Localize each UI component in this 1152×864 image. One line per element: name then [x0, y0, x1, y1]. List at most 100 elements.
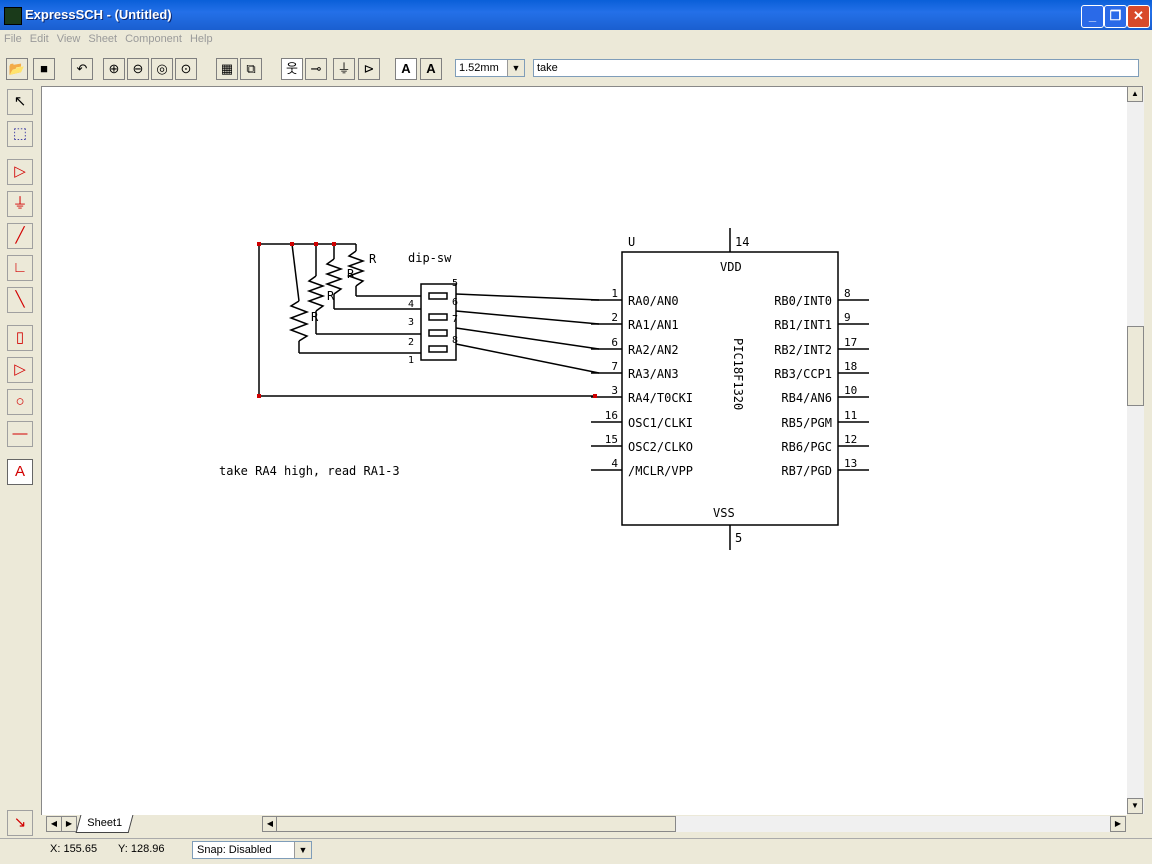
menu-file[interactable]: File: [4, 33, 22, 45]
component-edit-icon[interactable]: ⧉: [240, 58, 262, 80]
left-pin-name: RA3/AN3: [628, 367, 679, 381]
left-pin-number: 15: [605, 433, 618, 446]
dip-left-pin: 2: [408, 337, 414, 348]
horizontal-scrollbar[interactable]: ◀ ▶: [262, 816, 1126, 832]
right-pin-number: 18: [844, 360, 857, 373]
cursor-x: X: 155.65: [50, 843, 98, 855]
chevron-down-icon[interactable]: ▼: [507, 60, 524, 76]
sheet-tab-label: Sheet1: [87, 817, 123, 829]
cursor-y: Y: 128.96: [118, 843, 165, 855]
text-icon[interactable]: A: [7, 459, 33, 485]
line-width-select[interactable]: 1.52mm▼: [455, 59, 525, 77]
right-pin-number: 10: [844, 384, 857, 397]
dip-to-ra2: [455, 327, 600, 350]
horizontal-scroll-thumb[interactable]: [276, 816, 676, 832]
vss-label: VSS: [713, 506, 735, 520]
pin-icon[interactable]: —: [7, 421, 33, 447]
left-pin-name: /MCLR/VPP: [628, 464, 693, 478]
ground-icon[interactable]: ⏚: [7, 191, 33, 217]
right-pin-number: 12: [844, 433, 857, 446]
right-pin-name: RB1/INT1: [774, 318, 832, 332]
text-tool-icon[interactable]: A: [395, 58, 417, 80]
wire-icon[interactable]: ╱: [7, 223, 33, 249]
routing-icon[interactable]: ↘: [7, 810, 33, 836]
bold-text-icon[interactable]: A: [420, 58, 442, 80]
ground-tool-icon[interactable]: ⏚: [333, 58, 355, 80]
right-pin-name: RB3/CCP1: [774, 367, 832, 381]
scroll-left-icon[interactable]: ◀: [262, 816, 278, 832]
vertical-scroll-thumb[interactable]: [1127, 326, 1144, 406]
snap-value: Snap: Disabled: [197, 844, 272, 856]
bus-icon[interactable]: ∟: [7, 255, 33, 281]
annotation-note: take RA4 high, read RA1-3: [219, 464, 400, 478]
menu-view[interactable]: View: [56, 33, 81, 45]
left-pin-number: 3: [611, 384, 618, 397]
dip-switch-body: [420, 283, 457, 361]
chevron-down-icon[interactable]: ▼: [294, 842, 311, 858]
chip-body: [621, 251, 839, 526]
scroll-down-icon[interactable]: ▼: [1127, 798, 1143, 814]
left-pin-name: RA0/AN0: [628, 294, 679, 308]
restore-button[interactable]: ❐: [1104, 5, 1127, 28]
tab-next-icon[interactable]: ▶: [61, 816, 77, 832]
tab-sheet1[interactable]: Sheet1: [75, 815, 134, 833]
amplifier-icon[interactable]: ▷: [7, 357, 33, 383]
dip-to-ra3: [455, 343, 600, 374]
pointer-icon[interactable]: ↖: [7, 89, 33, 115]
ic-icon[interactable]: ▯: [7, 325, 33, 351]
right-pin-number: 11: [844, 409, 857, 422]
left-pin-number: 4: [611, 457, 618, 470]
vertical-scrollbar[interactable]: ▲ ▼: [1127, 86, 1144, 814]
left-pin-number: 16: [605, 409, 618, 422]
snap-select[interactable]: Snap: Disabled ▼: [192, 841, 312, 859]
right-pin-name: RB5/PGM: [781, 416, 832, 430]
left-pin-name: RA2/AN2: [628, 343, 679, 357]
schematic-drawing: U 14 VDD VSS 5 PIC18F1320 dip-sw R R R R…: [219, 228, 869, 550]
dip-label: dip-sw: [408, 251, 452, 265]
zoom-fit-icon[interactable]: ◎: [151, 58, 173, 80]
connector-icon[interactable]: ⊸: [305, 58, 327, 80]
menu-sheet[interactable]: Sheet: [88, 33, 118, 45]
undo-icon[interactable]: ↶: [71, 58, 93, 80]
right-pin-name: RB6/PGC: [781, 440, 832, 454]
right-pin-number: 13: [844, 457, 857, 470]
dip-right-pin: 5: [452, 278, 458, 289]
zoom-prev-icon[interactable]: ⊙: [175, 58, 197, 80]
dip-right-pin: 6: [452, 297, 458, 308]
minimize-button[interactable]: _: [1081, 5, 1104, 28]
person-icon[interactable]: 웃: [281, 58, 303, 80]
right-pin-name: RB2/INT2: [774, 343, 832, 357]
resistor-label: R: [369, 252, 377, 266]
circle-icon[interactable]: ○: [7, 389, 33, 415]
menu-component[interactable]: Component: [125, 33, 182, 45]
zoom-in-icon[interactable]: ⊕: [103, 58, 125, 80]
pin-tool-icon[interactable]: ⊳: [358, 58, 380, 80]
junction-icon[interactable]: ╲: [7, 287, 33, 313]
left-pin-name: OSC1/CLKI: [628, 416, 693, 430]
text-input[interactable]: take: [533, 59, 1139, 77]
right-pin-name: RB7/PGD: [781, 464, 832, 478]
tab-prev-icon[interactable]: ◀: [46, 816, 62, 832]
buffer-icon[interactable]: ▷: [7, 159, 33, 185]
dip-to-ra1: [455, 310, 600, 325]
menu-edit[interactable]: Edit: [29, 33, 49, 45]
select-area-icon[interactable]: ⬚: [7, 121, 33, 147]
resistor-label: R: [327, 289, 335, 303]
close-button[interactable]: ✕: [1127, 5, 1150, 28]
schematic-canvas[interactable]: U 14 VDD VSS 5 PIC18F1320 dip-sw R R R R…: [41, 86, 1127, 815]
vdd-label: VDD: [720, 260, 742, 274]
zoom-out-icon[interactable]: ⊖: [127, 58, 149, 80]
properties-icon[interactable]: ▦: [216, 58, 238, 80]
scroll-up-icon[interactable]: ▲: [1127, 86, 1143, 102]
dip-left-pin: 1: [408, 355, 414, 366]
right-pin-number: 8: [844, 287, 851, 300]
open-icon[interactable]: 📂: [6, 58, 28, 80]
right-pin-number: 9: [844, 311, 851, 324]
sheet-tab-area: ◀ ▶ Sheet1: [0, 814, 1152, 834]
chip-part: PIC18F1320: [731, 338, 745, 410]
resistor-4: [346, 250, 366, 287]
resistor-label: R: [311, 310, 319, 324]
menu-help[interactable]: Help: [189, 33, 213, 45]
save-icon[interactable]: ■: [33, 58, 55, 80]
scroll-right-icon[interactable]: ▶: [1110, 816, 1126, 832]
